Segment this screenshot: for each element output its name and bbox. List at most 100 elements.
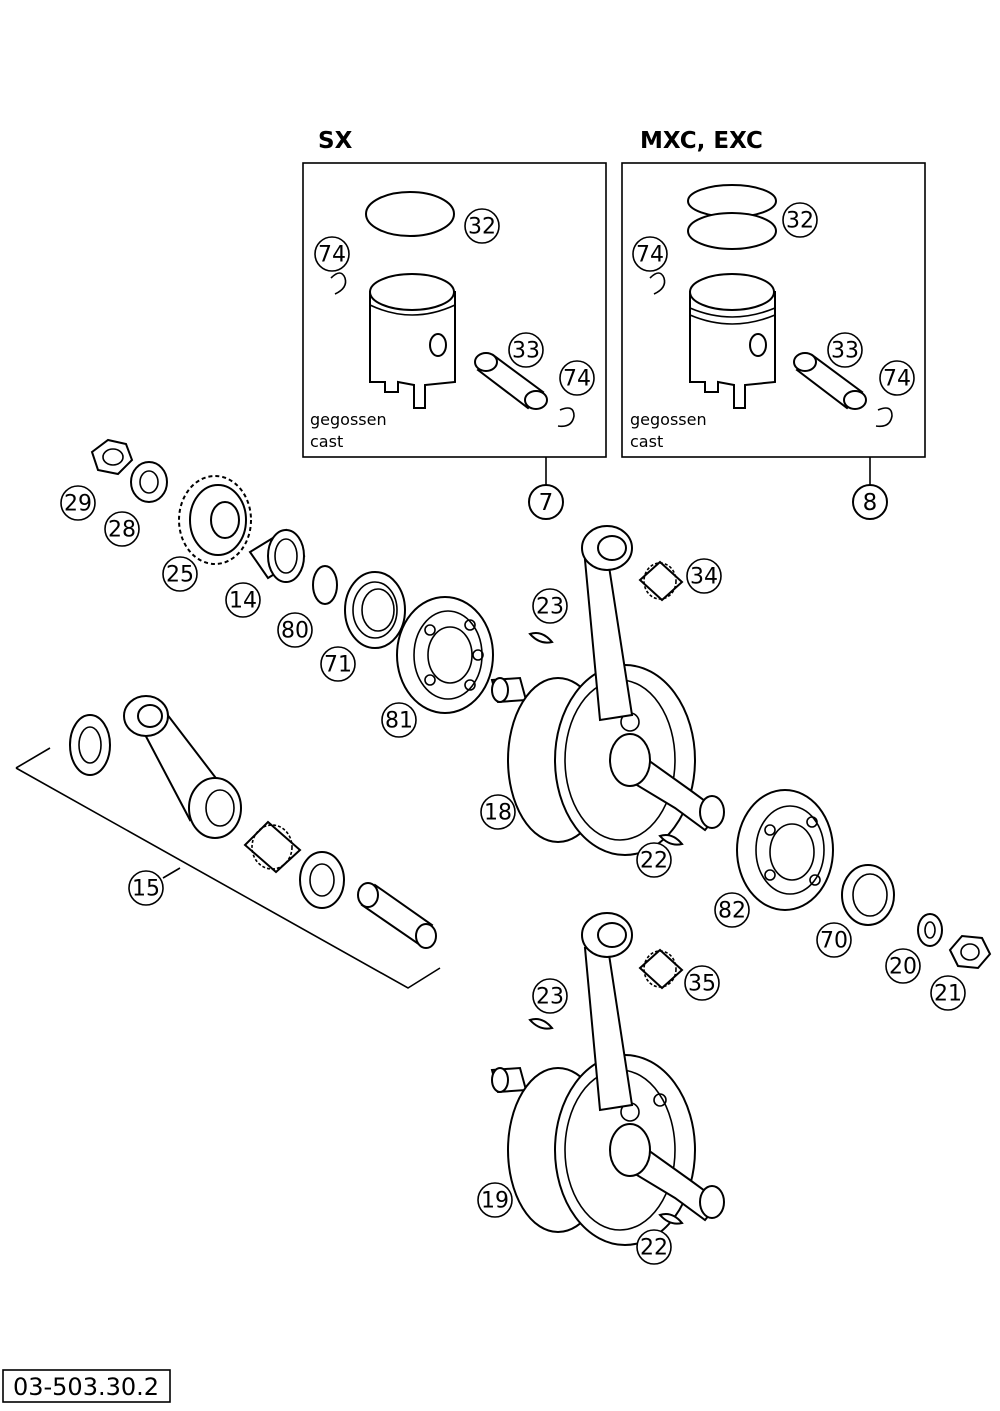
svg-text:14: 14 xyxy=(229,589,257,614)
woodruff-key-icon xyxy=(658,1213,684,1225)
callout-81: 81 xyxy=(381,702,417,738)
svg-text:33: 33 xyxy=(831,339,859,364)
callout-32: 32 xyxy=(464,208,500,244)
callout-20: 20 xyxy=(885,948,921,984)
svg-text:80: 80 xyxy=(281,619,309,644)
shaft-seal-icon xyxy=(841,864,895,926)
hex-nut-icon xyxy=(948,934,992,970)
callout-19: 19 xyxy=(477,1182,513,1218)
o-ring-icon xyxy=(312,565,338,605)
mxc-exc-note-de: gegossen xyxy=(630,410,707,429)
svg-text:29: 29 xyxy=(64,492,92,517)
svg-text:32: 32 xyxy=(468,215,496,240)
callout-22: 22 xyxy=(636,1229,672,1265)
connecting-rod-icon xyxy=(123,695,242,839)
diagram-reference-number: 03-503.30.2 xyxy=(13,1373,159,1401)
kit-bracket xyxy=(15,747,51,769)
circlip-icon xyxy=(557,407,575,428)
callout-25: 25 xyxy=(162,556,198,592)
svg-text:22: 22 xyxy=(640,1236,668,1261)
washer-icon xyxy=(69,714,111,776)
ball-bearing-icon xyxy=(396,596,494,714)
connecting-rod-icon xyxy=(581,912,634,1112)
crankshaft-icon xyxy=(490,1054,725,1246)
svg-text:25: 25 xyxy=(166,563,194,588)
callout-23: 23 xyxy=(532,588,568,624)
svg-text:74: 74 xyxy=(563,367,591,392)
piston-icon xyxy=(689,273,776,409)
washer-icon xyxy=(299,851,345,909)
callout-15-leader xyxy=(162,867,181,879)
callout-82: 82 xyxy=(714,892,750,928)
mxc-exc-piston-box: MXC, EXC gegossen cast 8 xyxy=(621,128,926,520)
gear-icon xyxy=(178,475,252,565)
callout-34: 34 xyxy=(686,558,722,594)
callout-33: 33 xyxy=(508,332,544,368)
svg-text:74: 74 xyxy=(318,243,346,268)
circlip-icon xyxy=(330,272,347,295)
mxc-exc-ref-circle xyxy=(852,484,888,520)
callout-70: 70 xyxy=(816,922,852,958)
callout-33: 33 xyxy=(827,332,863,368)
callout-22: 22 xyxy=(636,842,672,878)
reference-frame xyxy=(2,1369,171,1403)
svg-text:82: 82 xyxy=(718,899,746,924)
svg-text:70: 70 xyxy=(820,929,848,954)
callout-21: 21 xyxy=(930,975,966,1011)
washer-hole-icon xyxy=(139,470,159,494)
callout-32: 32 xyxy=(782,202,818,238)
washer-icon xyxy=(130,461,168,503)
callout-18: 18 xyxy=(480,794,516,830)
washer-icon xyxy=(917,913,943,947)
kit-bracket xyxy=(15,767,441,989)
circlip-icon xyxy=(649,272,666,295)
svg-text:23: 23 xyxy=(536,595,564,620)
svg-text:33: 33 xyxy=(512,339,540,364)
woodruff-key-icon xyxy=(528,1018,554,1030)
callout-74: 74 xyxy=(314,236,350,272)
mxc-exc-note-en: cast xyxy=(630,432,663,451)
svg-text:22: 22 xyxy=(640,849,668,874)
callout-15: 15 xyxy=(128,870,164,906)
needle-bearing-icon xyxy=(243,820,302,874)
callout-80: 80 xyxy=(277,612,313,648)
bearing-sleeve-icon xyxy=(248,528,306,583)
callout-71: 71 xyxy=(320,646,356,682)
svg-text:21: 21 xyxy=(934,982,962,1007)
svg-text:74: 74 xyxy=(636,243,664,268)
svg-text:32: 32 xyxy=(786,209,814,234)
piston-ring-icon xyxy=(687,212,777,250)
con-rod-kit xyxy=(15,695,441,989)
piston-ring-icon xyxy=(365,191,455,237)
callout-14: 14 xyxy=(225,582,261,618)
callout-23: 23 xyxy=(532,978,568,1014)
callout-29: 29 xyxy=(60,485,96,521)
crank-pin-icon xyxy=(357,882,437,949)
sx-ref-label: 7 xyxy=(539,490,554,516)
callout-28: 28 xyxy=(104,511,140,547)
piston-pin-icon xyxy=(474,352,548,410)
woodruff-key-icon xyxy=(658,834,684,846)
sx-piston-box: SX gegossen cast 7 xyxy=(302,128,607,520)
washer-hole-icon xyxy=(924,921,936,939)
woodruff-key-icon xyxy=(528,632,554,644)
sx-note-en: cast xyxy=(310,432,343,451)
callout-74: 74 xyxy=(879,360,915,396)
crankshaft-icon xyxy=(490,664,725,856)
svg-text:18: 18 xyxy=(484,801,512,826)
svg-text:71: 71 xyxy=(324,653,352,678)
sx-title: SX xyxy=(318,128,353,154)
mxc-exc-frame xyxy=(621,162,926,458)
ball-bearing-icon xyxy=(736,789,834,911)
svg-text:19: 19 xyxy=(481,1189,509,1214)
svg-text:15: 15 xyxy=(132,877,160,902)
circlip-icon xyxy=(875,407,893,428)
needle-bearing-icon xyxy=(638,560,684,602)
needle-bearing-icon xyxy=(638,948,684,990)
connecting-rod-icon xyxy=(581,525,634,722)
callout-35: 35 xyxy=(684,965,720,1001)
hex-nut-icon xyxy=(90,438,134,476)
svg-text:74: 74 xyxy=(883,367,911,392)
sx-note-de: gegossen xyxy=(310,410,387,429)
